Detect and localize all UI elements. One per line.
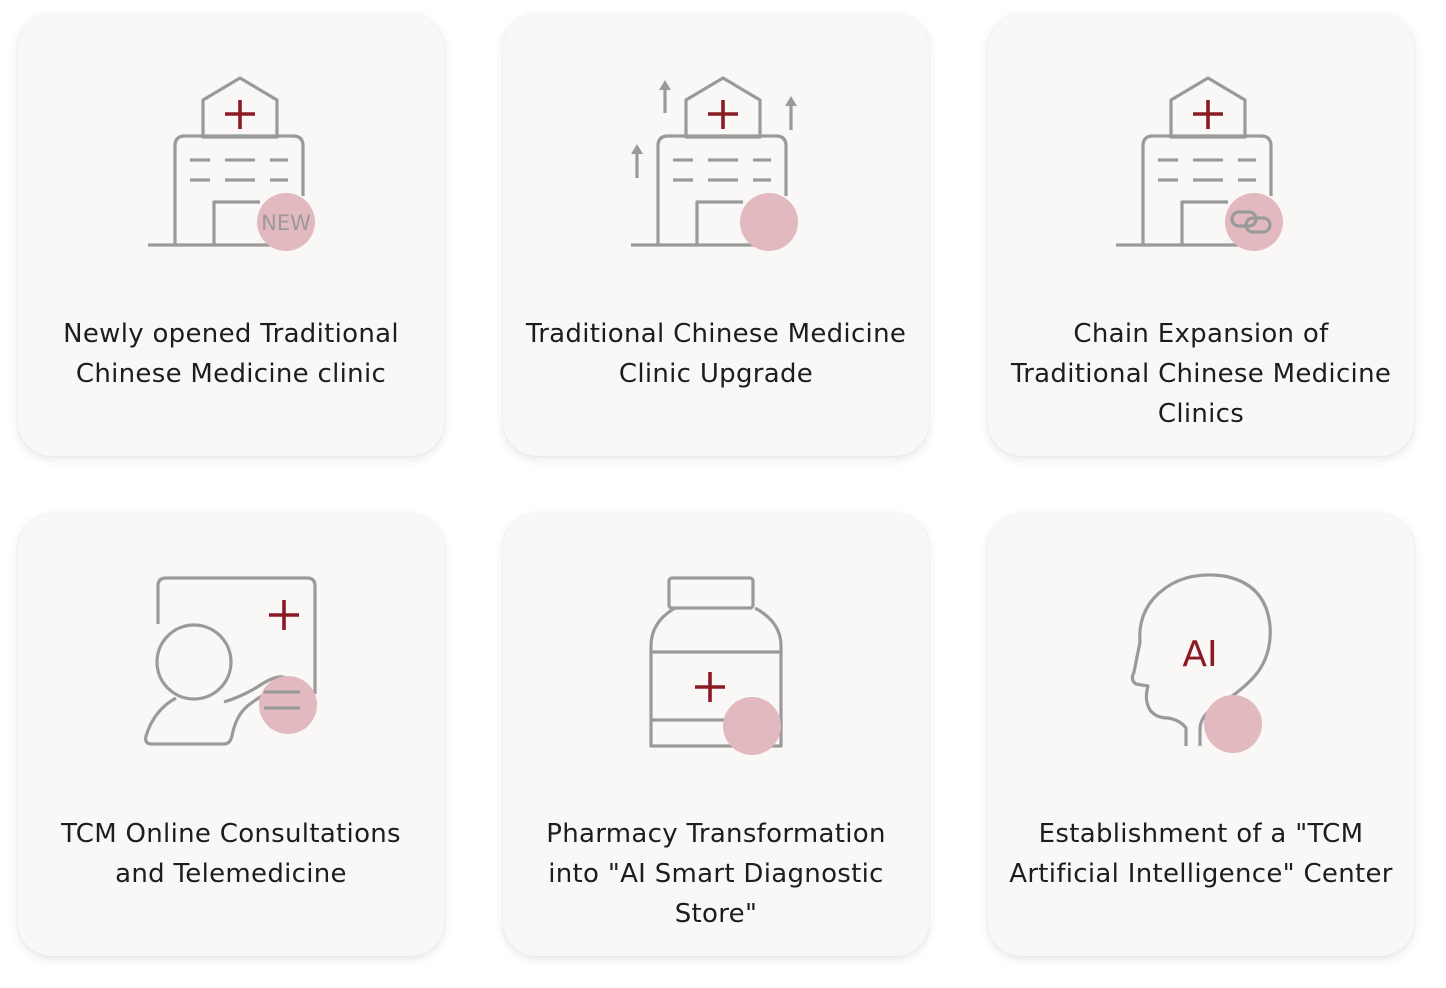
card-clinic-upgrade: Traditional Chinese Medicine Clinic Upgr…	[503, 14, 929, 456]
card-telemedicine: TCM Online Consultations and Telemedicin…	[18, 514, 444, 956]
telemedicine-icon	[144, 576, 317, 746]
medicine-bottle-icon	[649, 576, 783, 755]
card-clinic-chain: Chain Expansion of Traditional Chinese M…	[988, 14, 1414, 456]
card-title: TCM Online Consultations and Telemedicin…	[61, 819, 401, 889]
clinic-upgrade-icon	[631, 76, 798, 251]
card-title: Newly opened Traditional Chinese Medicin…	[63, 319, 399, 389]
arrow-up-icon	[631, 80, 797, 178]
card-title: Chain Expansion of Traditional Chinese M…	[1010, 319, 1392, 429]
card-title: Establishment of a "TCM Artificial Intel…	[1009, 819, 1393, 889]
link-icon	[1230, 210, 1272, 234]
card-pharmacy: Pharmacy Transformation into "AI Smart D…	[503, 514, 929, 956]
new-badge: NEW	[261, 211, 311, 235]
ai-label: AI	[1182, 634, 1217, 675]
card-new-clinic: NEW Newly opened Traditional Chinese Med…	[18, 14, 444, 456]
card-title: Pharmacy Transformation into "AI Smart D…	[546, 819, 886, 929]
clinic-chain-icon	[1116, 76, 1283, 251]
new-clinic-icon: NEW	[148, 76, 315, 251]
card-ai-center: AI Establishment of a "TCM Artificial In…	[988, 514, 1414, 956]
card-title: Traditional Chinese Medicine Clinic Upgr…	[525, 319, 907, 389]
ai-head-icon: AI	[1130, 573, 1272, 753]
